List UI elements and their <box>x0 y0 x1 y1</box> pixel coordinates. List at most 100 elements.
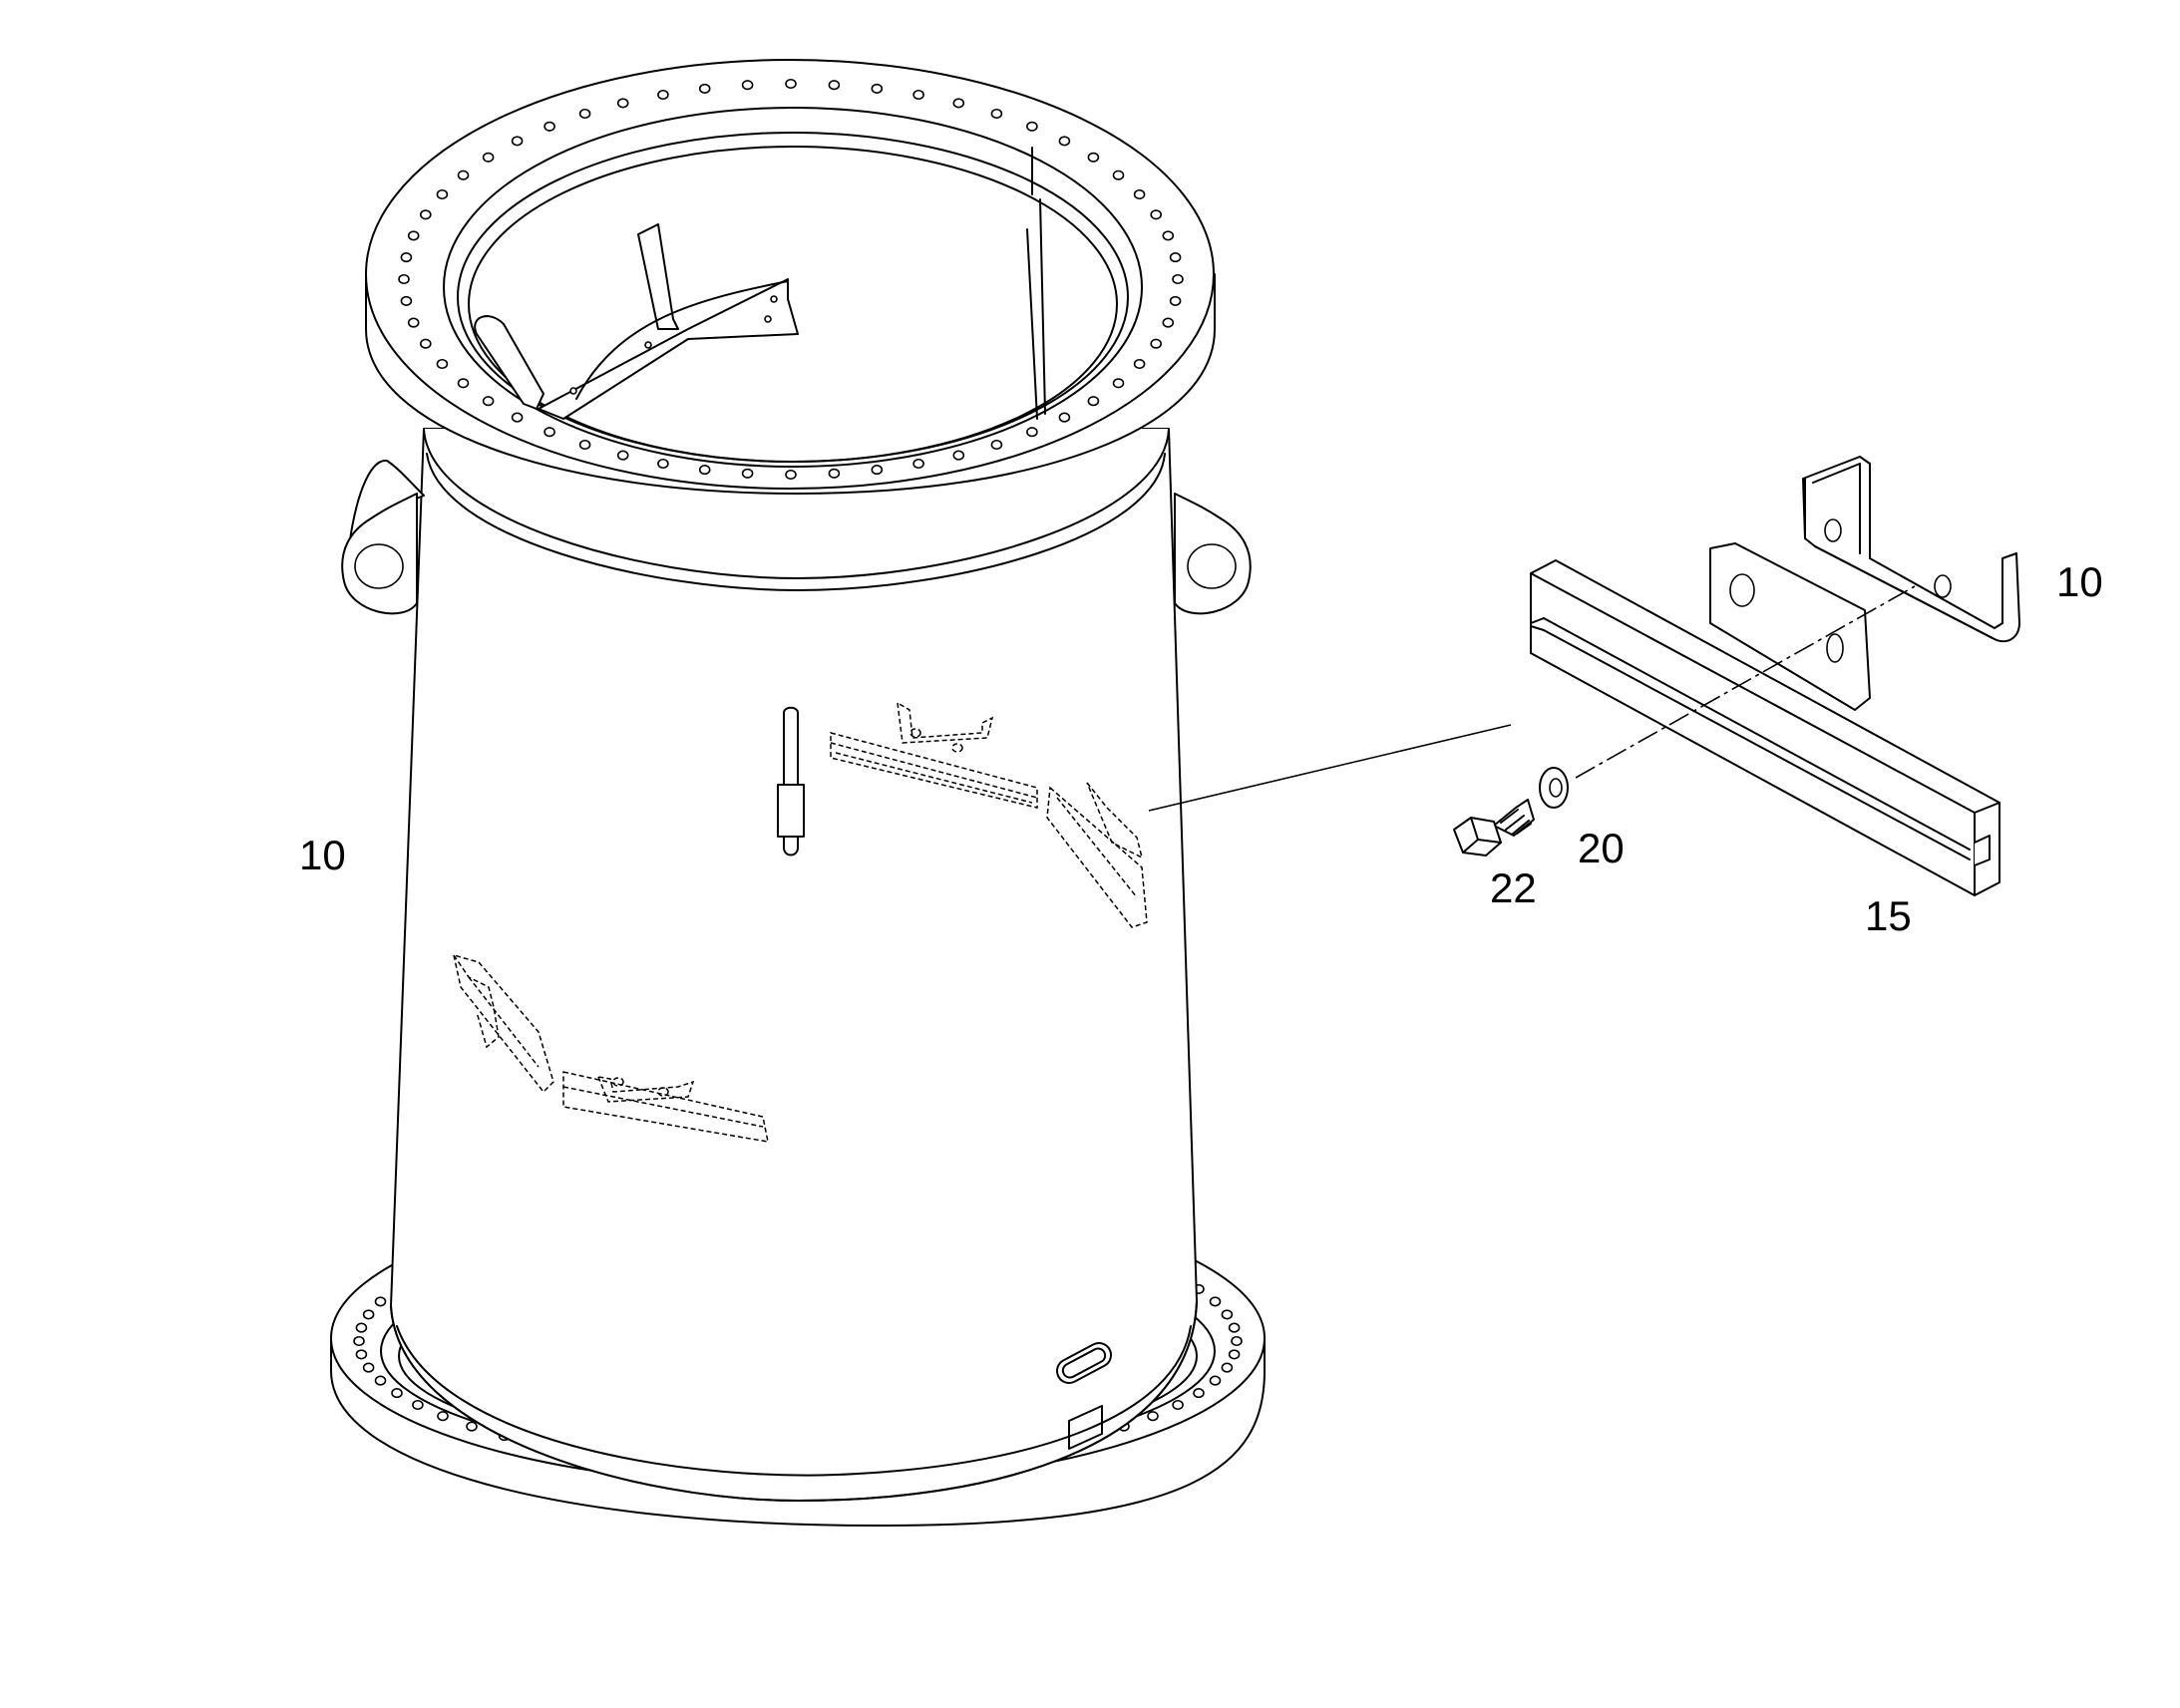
bolt-hole <box>355 1322 368 1333</box>
bolt-hole <box>1228 1322 1241 1333</box>
bolt-hole <box>1087 152 1100 163</box>
bolt-hole <box>457 378 470 389</box>
bolt-hole <box>419 209 432 220</box>
bolt-hole <box>912 89 924 101</box>
bolt-hole <box>436 188 449 200</box>
bolt-hole <box>1169 295 1182 306</box>
leader-line <box>1148 724 1512 812</box>
u-bracket <box>1802 456 2020 643</box>
bolt-hole <box>871 83 884 94</box>
access-hatch <box>1055 1342 1113 1384</box>
bolt-hole <box>952 98 965 109</box>
bolt-hole <box>400 252 413 263</box>
callout-labels: 10 10 15 20 22 <box>299 558 2103 939</box>
bolt-hole <box>1221 1362 1234 1373</box>
bolt-hole <box>398 273 410 285</box>
bolt-hole <box>1221 1309 1234 1320</box>
bolt-hole <box>657 89 669 101</box>
bolt-hole <box>1169 252 1182 263</box>
bolt-hole <box>482 396 495 407</box>
bolt-hole <box>828 80 841 91</box>
bolt-hole <box>828 468 841 479</box>
bolt-hole <box>1162 230 1175 241</box>
bolt-hole <box>457 170 470 180</box>
bolt-hole <box>1058 136 1071 147</box>
bolt-hole <box>1162 317 1175 328</box>
tower-interior <box>474 147 1046 420</box>
tower-section <box>330 59 1266 1527</box>
bolt-hole <box>1058 412 1071 423</box>
bolt-hole <box>912 458 924 470</box>
bolt-hole <box>657 458 669 470</box>
bolt-hole <box>1112 170 1125 180</box>
bolt-hole <box>871 465 884 476</box>
bolt-hole <box>1150 338 1162 349</box>
bolt-hole <box>436 358 449 370</box>
bolt-hole <box>1133 358 1146 370</box>
lifting-lug-left <box>341 459 425 615</box>
bolt-hole <box>616 98 629 109</box>
bolt-hole <box>1228 1349 1241 1360</box>
bolt-hole <box>1147 1411 1159 1422</box>
name-plate <box>1068 1405 1103 1450</box>
bolt-hole <box>952 450 965 461</box>
bolt-hole <box>374 1375 387 1386</box>
bolt-hole <box>1209 1296 1222 1307</box>
top-flange <box>365 59 1216 495</box>
bolt-hole <box>1172 273 1184 285</box>
bolt-hole <box>1150 209 1162 220</box>
washer <box>1539 767 1569 809</box>
bolt-hole <box>511 412 524 423</box>
bolt-hole <box>698 465 711 476</box>
center-line <box>1575 585 1916 779</box>
bolt-hole <box>544 121 555 132</box>
bolt-hole <box>741 468 754 479</box>
bolt-hole <box>407 230 420 241</box>
bolt-hole <box>990 108 1003 120</box>
bolt-hole <box>362 1309 375 1320</box>
hidden-bracket-upper <box>830 701 1148 928</box>
callout-tower-section: 10 <box>299 832 346 878</box>
bolt-hole <box>1026 427 1038 438</box>
bolt-hole <box>1026 121 1038 132</box>
bolt-hole <box>391 1388 403 1399</box>
hidden-bracket-lower <box>453 953 769 1143</box>
bolt-hole <box>412 1399 424 1411</box>
bolt-hole <box>511 136 524 147</box>
rail-with-plate <box>1530 542 2000 896</box>
bolt-hole <box>1209 1375 1222 1386</box>
bolt-hole <box>785 78 797 90</box>
bolt-hole <box>578 439 591 451</box>
bracket-assembly-detail <box>1148 456 2020 896</box>
bolt-hole <box>353 1335 365 1347</box>
callout-u-bracket: 10 <box>2056 558 2103 605</box>
callout-washer: 20 <box>1578 825 1625 871</box>
bolt-hole <box>698 83 711 94</box>
bolt-hole <box>1231 1335 1243 1347</box>
lifting-lug-right <box>1174 493 1252 615</box>
internal-rod <box>777 706 805 856</box>
tower-body <box>390 428 1198 1502</box>
bolt-hole <box>578 108 591 120</box>
bolt-hole <box>1172 1399 1184 1411</box>
bolt-hole <box>482 152 495 163</box>
bolt-hole <box>374 1296 387 1307</box>
bolt-hole <box>362 1362 375 1373</box>
bolt-hole <box>419 338 432 349</box>
bolt-hole <box>1133 188 1146 200</box>
bolt-hole <box>544 427 555 438</box>
bolt-hole <box>785 469 797 481</box>
top-flange-bolt-holes <box>398 78 1184 481</box>
bolt <box>1453 799 1535 856</box>
bolt-hole <box>1112 378 1125 389</box>
callout-rail: 15 <box>1865 892 1912 939</box>
bolt-hole <box>400 295 413 306</box>
bolt-hole <box>437 1411 449 1422</box>
bolt-hole <box>1087 396 1100 407</box>
bolt-hole <box>990 439 1003 451</box>
bolt-hole <box>616 450 629 461</box>
bolt-hole <box>407 317 420 328</box>
bolt-hole <box>355 1349 368 1360</box>
bolt-hole <box>466 1421 478 1432</box>
